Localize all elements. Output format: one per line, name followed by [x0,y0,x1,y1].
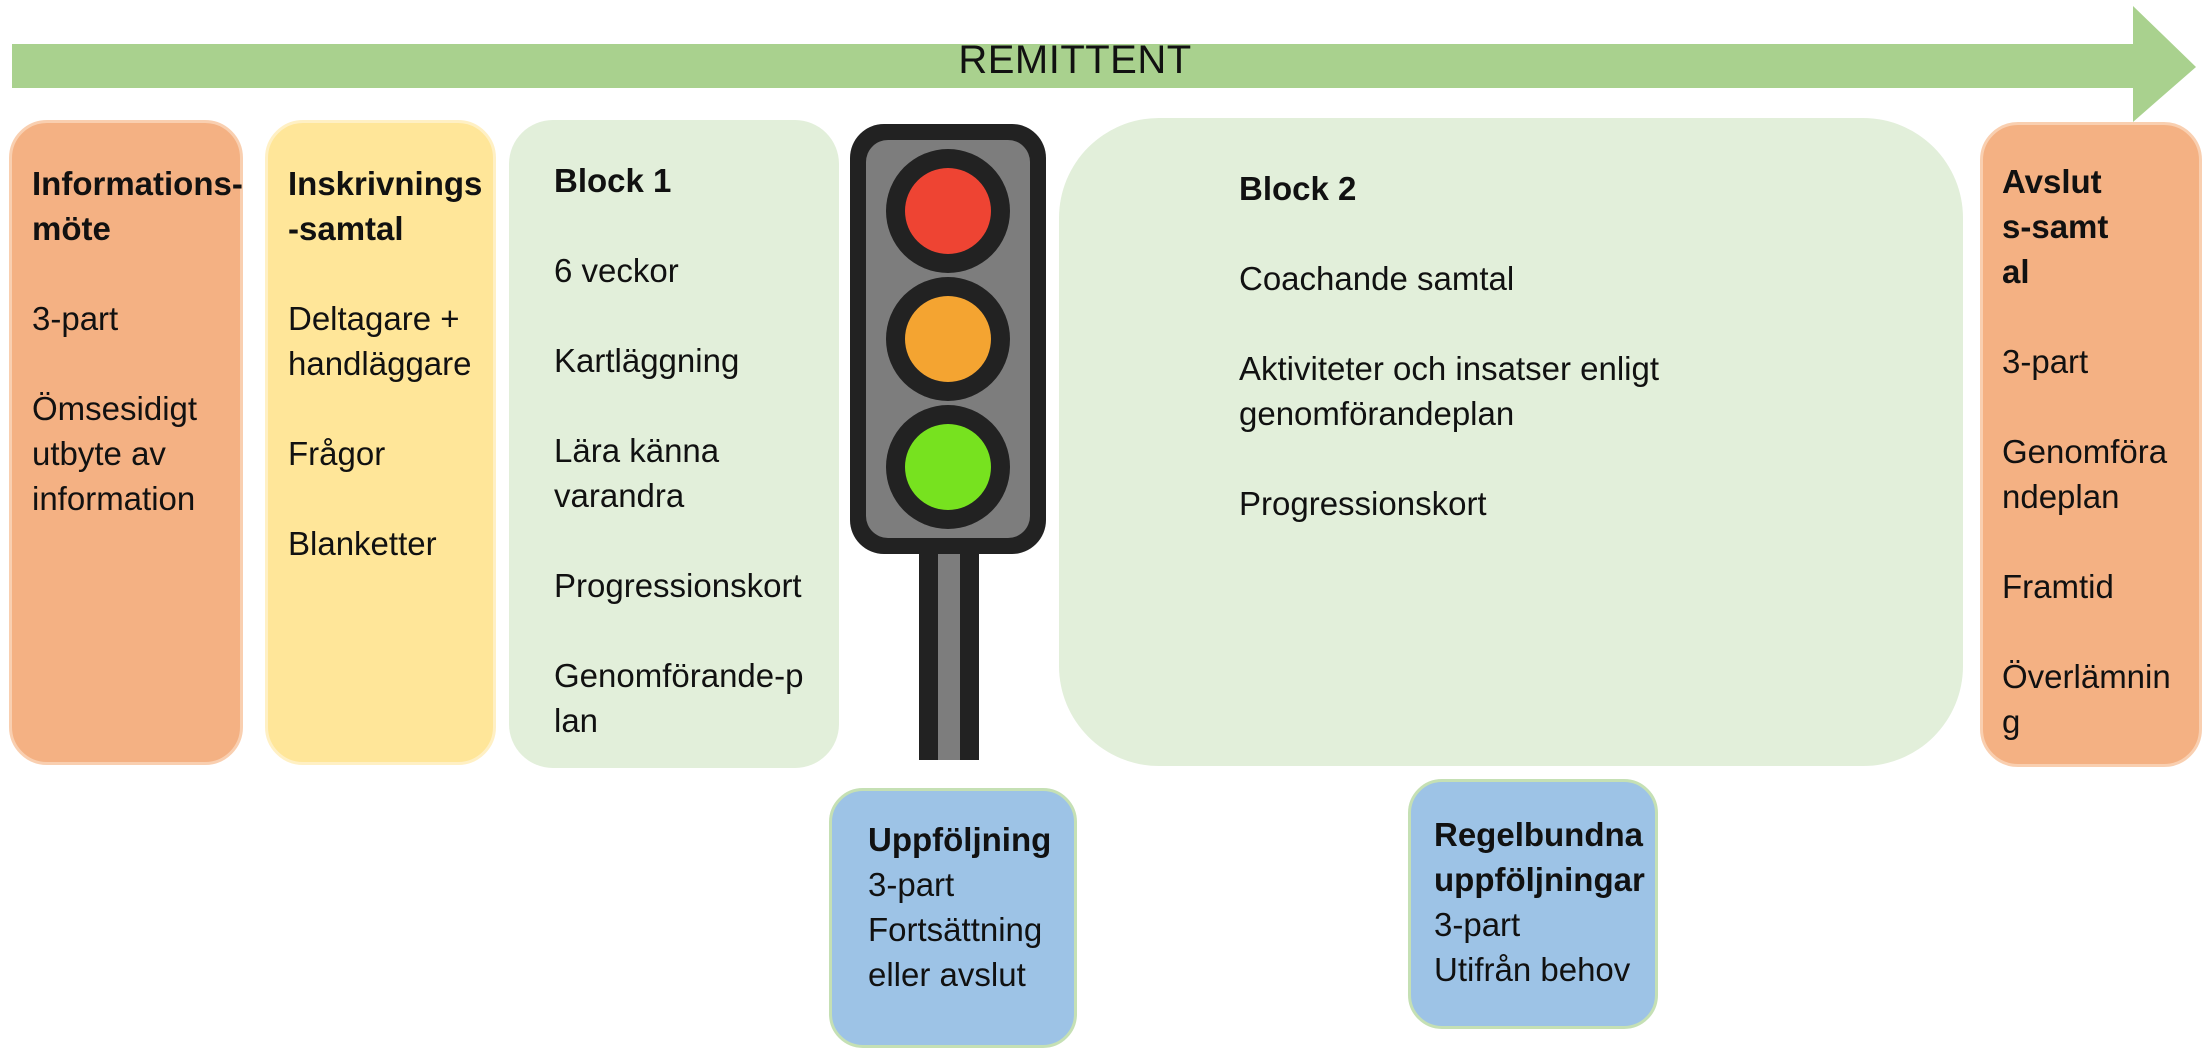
green-light-icon [905,424,991,510]
card-item: Överlämning [2002,658,2171,740]
card-regelbundna-uppfoljningar: Regelbundna uppföljningar 3-part Utifrån… [1408,779,1658,1029]
card-line: Fortsättning eller avslut [868,911,1043,993]
card-line: Utifrån behov [1434,951,1631,988]
card-avslutssamtal: Avsluts-samtal 3-part Genomförandeplan F… [1980,122,2202,767]
card-item: Coachande samtal [1239,260,1515,297]
card-item: 6 veckor [554,252,679,289]
card-block-1: Block 1 6 veckor Kartläggning Lära känna… [509,120,839,768]
card-title: Regelbundna uppföljningar [1434,816,1645,898]
card-item: Lära känna varandra [554,432,720,514]
process-arrow [12,6,2196,122]
arrow-label: REMITTENT [958,38,1192,82]
card-line: 3-part [1434,906,1521,943]
card-title: Block 1 [554,162,672,199]
card-informationsmote: Informations-möte 3-part Ömsesidigt utby… [9,120,243,765]
card-title: Avsluts-samtal [2002,163,2109,290]
card-item: Progressionskort [554,567,802,604]
card-item: Aktiviteter och insatser enligt genomför… [1239,350,1660,432]
card-item: Genomförande-plan [554,657,804,739]
card-uppfoljning: Uppföljning 3-part Fortsättning eller av… [829,788,1077,1048]
card-title: Block 2 [1239,170,1357,207]
card-title: Inskrivnings-samtal [288,165,483,247]
card-item: Kartläggning [554,342,740,379]
card-title: Informations-möte [32,165,243,247]
card-title: Uppföljning [868,821,1052,858]
card-item: Genomförandeplan [2002,433,2168,515]
card-inskrivningssamtal: Inskrivnings-samtal Deltagare + handlägg… [265,120,496,765]
card-item: Framtid [2002,568,2114,605]
card-item: Progressionskort [1239,485,1487,522]
traffic-light [850,124,1046,760]
red-light-icon [905,168,991,254]
card-line: 3-part [868,866,955,903]
amber-light-icon [905,296,991,382]
arrow-shape [12,6,2196,122]
card-item: Frågor [288,435,386,472]
card-item: 3-part [2002,343,2089,380]
card-item: Deltagare + handläggare [288,300,472,382]
card-block-2: Block 2 Coachande samtal Aktiviteter och… [1059,118,1963,766]
card-item: 3-part [32,300,119,337]
card-item: Blanketter [288,525,437,562]
card-item: Ömsesidigt utbyte av information [32,390,198,517]
